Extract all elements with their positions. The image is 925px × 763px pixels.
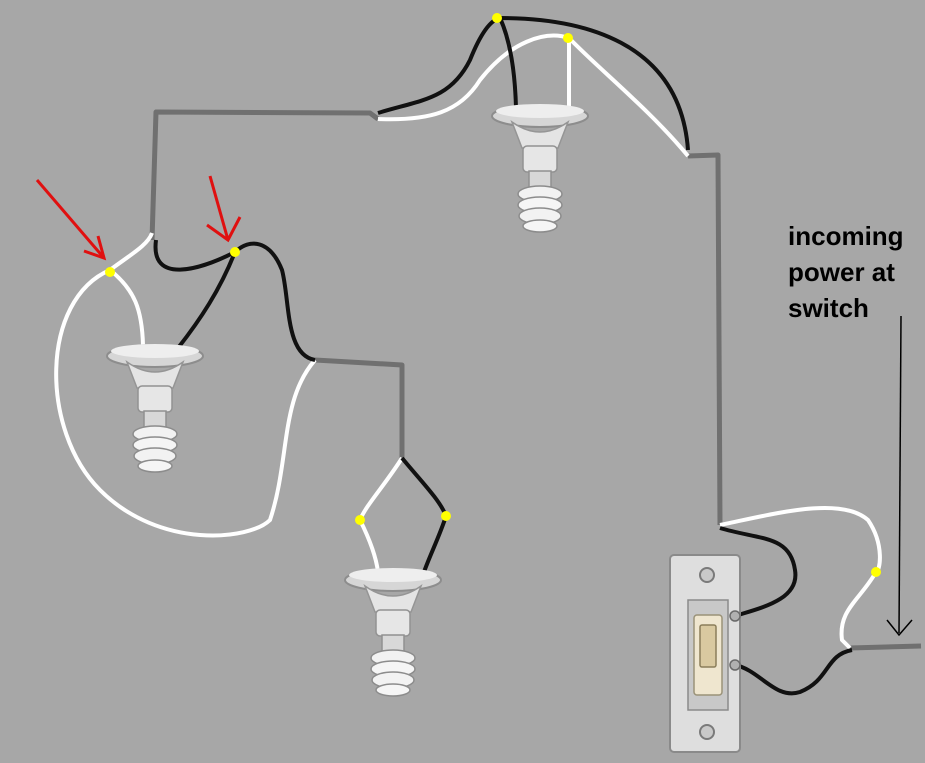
neutral-wire-lower-fixture bbox=[357, 456, 404, 573]
neutral-wire-left-loop bbox=[54, 268, 317, 538]
neutral-wire-left-feed bbox=[108, 232, 154, 272]
incoming-power-label-line: switch bbox=[788, 293, 869, 323]
light-bulb-fixture-icon bbox=[106, 343, 204, 473]
hot-wire-left-feed bbox=[153, 239, 316, 362]
neutral-wire-switch bbox=[719, 505, 882, 650]
hot-wire-lower-fixture bbox=[400, 456, 449, 573]
feed-cable-top bbox=[149, 109, 380, 241]
neutral-wire-left-fixture bbox=[108, 268, 145, 346]
wire-splice-icon bbox=[105, 13, 881, 577]
incoming-power-label-line: incoming bbox=[788, 221, 904, 251]
hot-wire-switch-bottom bbox=[734, 648, 853, 696]
light-bulb-fixture-icon bbox=[491, 103, 589, 233]
incoming-power-cable bbox=[849, 643, 922, 651]
hot-wire-switch-top bbox=[719, 526, 798, 618]
light-bulb-fixture-icon bbox=[344, 567, 442, 697]
feed-cable-right bbox=[687, 152, 723, 526]
hot-wire-top-fixture bbox=[498, 17, 518, 109]
toggle-switch-icon bbox=[669, 554, 741, 753]
hot-wire-left-fixture bbox=[176, 251, 237, 350]
annotation-arrow bbox=[886, 315, 913, 637]
feed-cable-lower bbox=[314, 357, 405, 458]
neutral-wire-top bbox=[377, 33, 690, 158]
incoming-power-label: incoming power at switch bbox=[788, 218, 923, 326]
red-arrow-icon bbox=[35, 179, 107, 261]
incoming-power-label-line: power at bbox=[788, 257, 895, 287]
red-arrow-icon bbox=[206, 175, 242, 243]
